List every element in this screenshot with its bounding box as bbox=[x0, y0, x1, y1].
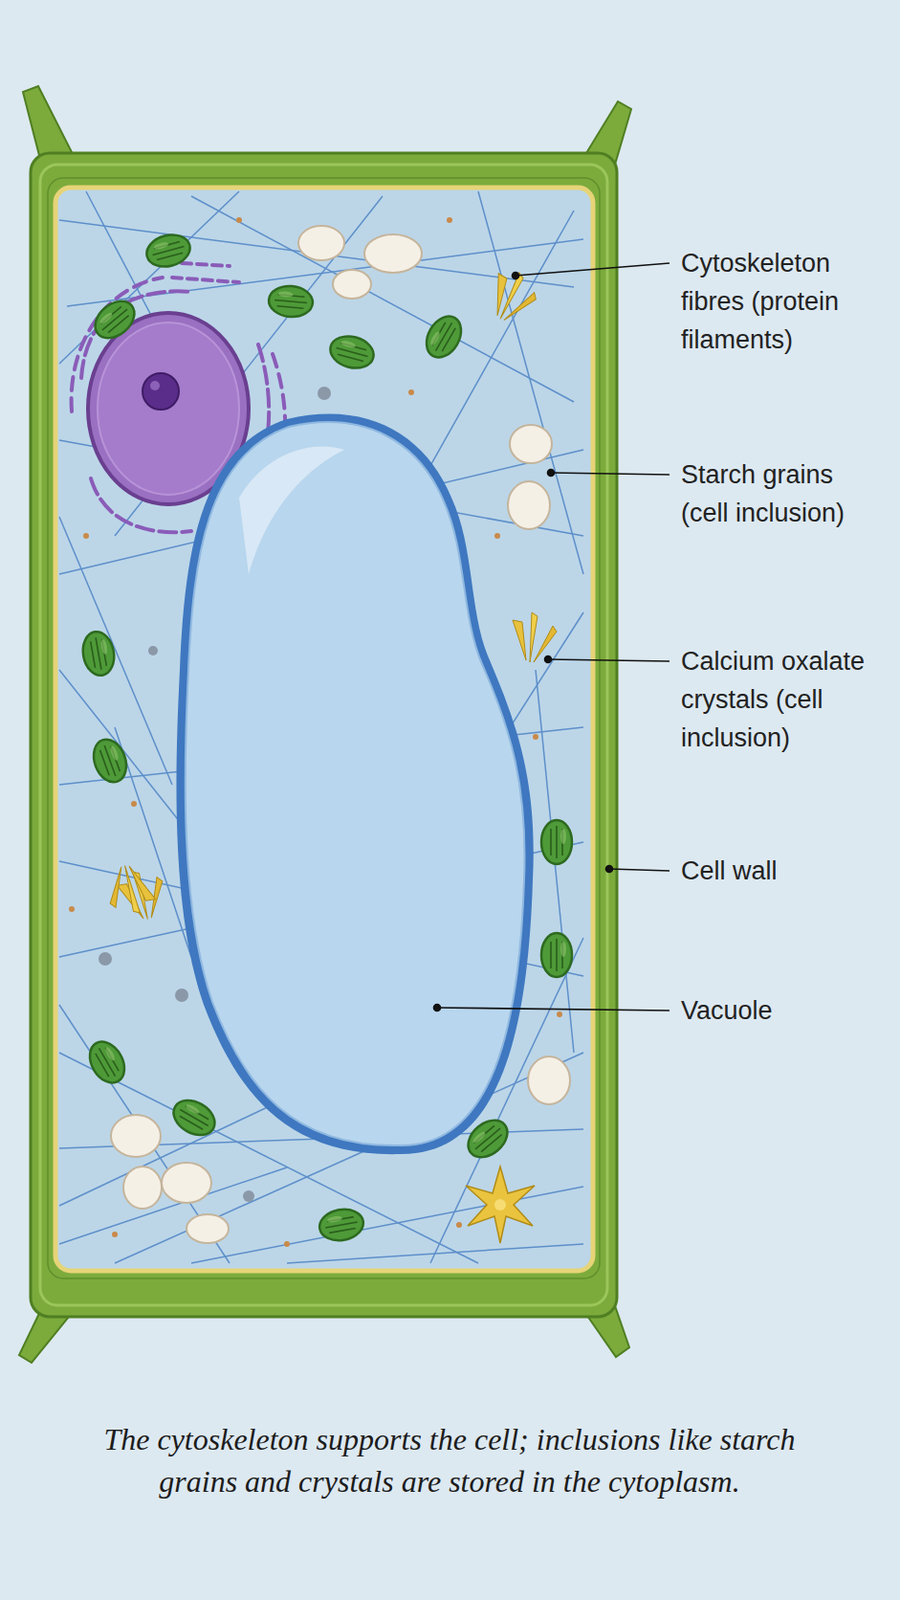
granules bbox=[68, 217, 563, 1247]
starch-grains bbox=[110, 225, 571, 1243]
vacuole-label: Vacuole bbox=[680, 990, 873, 1030]
crystal-label: Calcium oxalate crystals (cell inclusion… bbox=[680, 641, 873, 757]
caption: The cytoskeleton supports the cell; incl… bbox=[95, 1417, 804, 1502]
leader-lines bbox=[434, 263, 671, 1011]
cytoplasm bbox=[55, 187, 593, 1271]
vacuole bbox=[175, 414, 533, 1155]
calcium-oxalate-crystals bbox=[99, 265, 557, 1243]
cell-wall-label: Cell wall bbox=[680, 851, 873, 890]
cell-wall bbox=[19, 86, 632, 1362]
cytoskeleton-label: Cytoskeleton fibres (protein filaments) bbox=[680, 243, 873, 359]
cytoskeleton-fibres bbox=[59, 191, 584, 1263]
chloroplasts bbox=[79, 230, 572, 1244]
starch-label: Starch grains (cell inclusion) bbox=[680, 455, 873, 532]
